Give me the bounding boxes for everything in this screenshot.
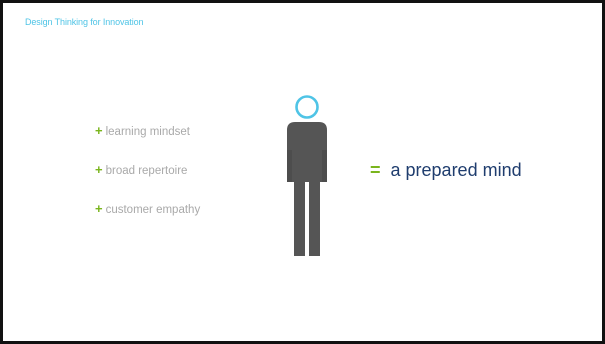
bullet-label: customer empathy [105,204,201,216]
result-statement: = a prepared mind [370,160,522,181]
plus-icon: + [95,123,103,138]
person-torso [287,122,327,182]
person-arm-left [287,150,292,182]
bullet-label: broad repertoire [105,165,188,177]
bullet-broad-repertoire: +broad repertoire [95,162,187,177]
equals-icon: = [370,160,381,180]
person-leg-left [294,182,305,256]
slide-title: Design Thinking for Innovation [25,17,144,27]
bullet-learning-mindset: +learning mindset [95,123,190,138]
person-leg-right [309,182,320,256]
person-icon [287,95,327,256]
bullet-customer-empathy: +customer empathy [95,201,200,216]
person-arm-right [322,150,327,182]
result-label: a prepared mind [390,160,522,180]
bullet-label: learning mindset [105,126,190,138]
person-head-ring [295,95,319,119]
plus-icon: + [95,162,103,177]
plus-icon: + [95,201,103,216]
